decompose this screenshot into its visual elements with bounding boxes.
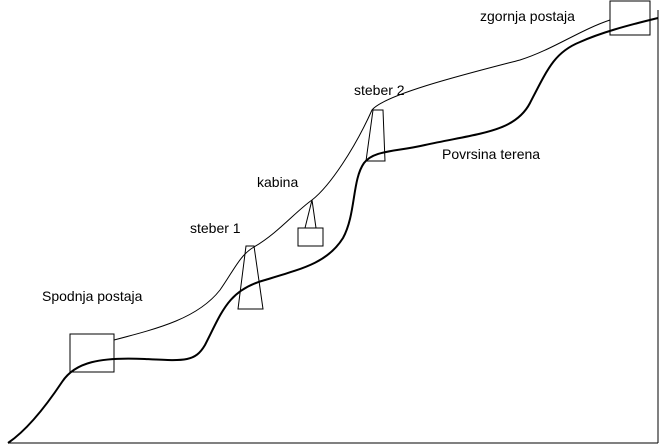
cable-rope — [113, 19, 611, 341]
upper-station — [609, 0, 651, 36]
cabin-hanger — [304, 199, 317, 229]
label-lower-station: Spodnja postaja — [42, 288, 143, 304]
cabin — [297, 227, 324, 247]
label-terrain: Povrsina terena — [442, 146, 540, 162]
pylon-1 — [237, 245, 264, 310]
label-pylon-2: steber 2 — [354, 82, 405, 98]
terrain-curve — [7, 17, 659, 444]
label-pylon-1: steber 1 — [190, 220, 241, 236]
label-upper-station: zgornja postaja — [480, 8, 575, 24]
label-cabin: kabina — [257, 174, 298, 190]
pylon-2 — [365, 109, 386, 162]
lower-station — [69, 333, 115, 373]
